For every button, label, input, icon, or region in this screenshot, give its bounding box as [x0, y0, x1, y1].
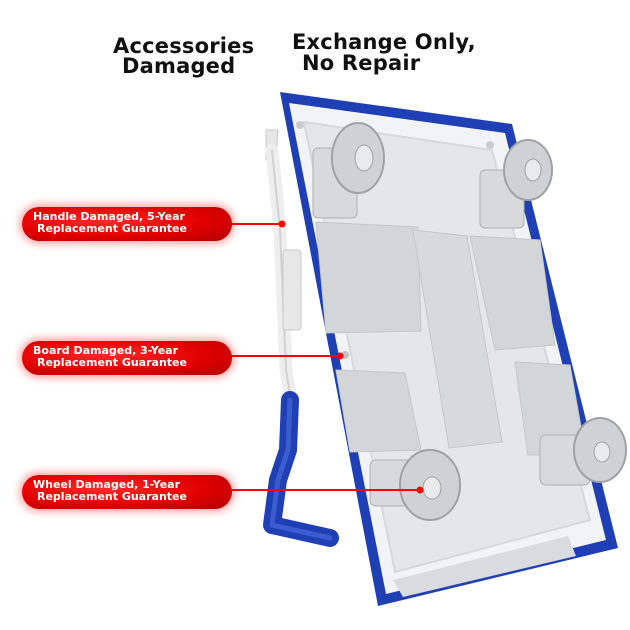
- caster-wheel-icon: [312, 122, 385, 219]
- caster-wheel-icon: [479, 139, 553, 229]
- headline-no-repair: No Repair: [302, 51, 421, 75]
- headline-damaged: Damaged: [122, 54, 236, 78]
- callout-line2: Replacement Guarantee: [37, 222, 187, 235]
- headline-accessories: Accessories: [113, 34, 255, 58]
- callout-leader-lines: [230, 220, 424, 494]
- caster-wheel-icon: [539, 417, 627, 486]
- callout-line2: Replacement Guarantee: [37, 356, 187, 369]
- headline-exchange-only: Exchange Only,: [292, 30, 476, 54]
- callout-wheel-damaged: Wheel Damaged, 1-Year Replacement Guaran…: [22, 475, 232, 509]
- callout-line1: Handle Damaged, 5-Year: [33, 210, 185, 223]
- callout-line2: Replacement Guarantee: [37, 490, 187, 503]
- caster-wheel-icon: [369, 449, 461, 521]
- callout-board-damaged: Board Damaged, 3-Year Replacement Guaran…: [22, 341, 232, 375]
- callout-handle-damaged: Handle Damaged, 5-Year Replacement Guara…: [22, 207, 232, 241]
- platform-board-illustration: [280, 92, 618, 606]
- callout-line1: Board Damaged, 3-Year: [33, 344, 179, 357]
- callout-line1: Wheel Damaged, 1-Year: [33, 478, 181, 491]
- handle-illustration: [263, 129, 339, 547]
